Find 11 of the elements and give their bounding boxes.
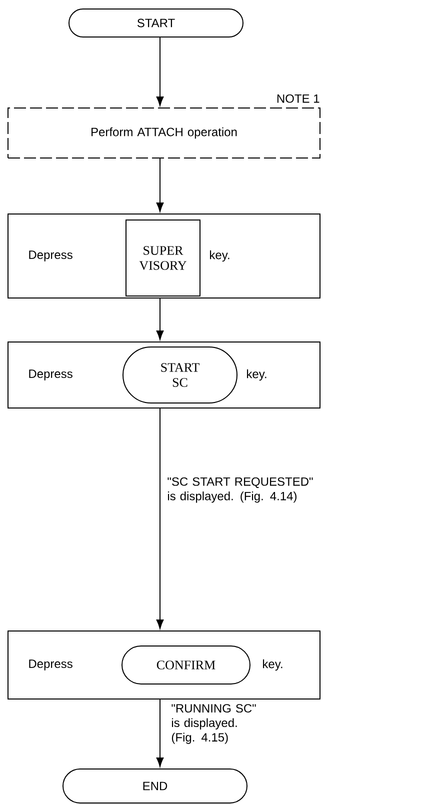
- note-label: NOTE 1: [277, 94, 320, 103]
- terminal-box: START: [68, 8, 244, 38]
- terminal-box: END: [62, 768, 248, 804]
- edge-label: "SC START REQUESTED" is displayed. (Fig. 4.14): [166, 476, 318, 504]
- arrow: [156, 37, 164, 106]
- arrow: [156, 158, 164, 212]
- process-box: Perform ATTACH operation: [8, 108, 320, 158]
- edge-label: "RUNNING SC" is displayed. (Fig. 4.15): [170, 703, 262, 745]
- arrow: [156, 699, 164, 767]
- arrow: [156, 408, 164, 629]
- arrow: [156, 298, 164, 340]
